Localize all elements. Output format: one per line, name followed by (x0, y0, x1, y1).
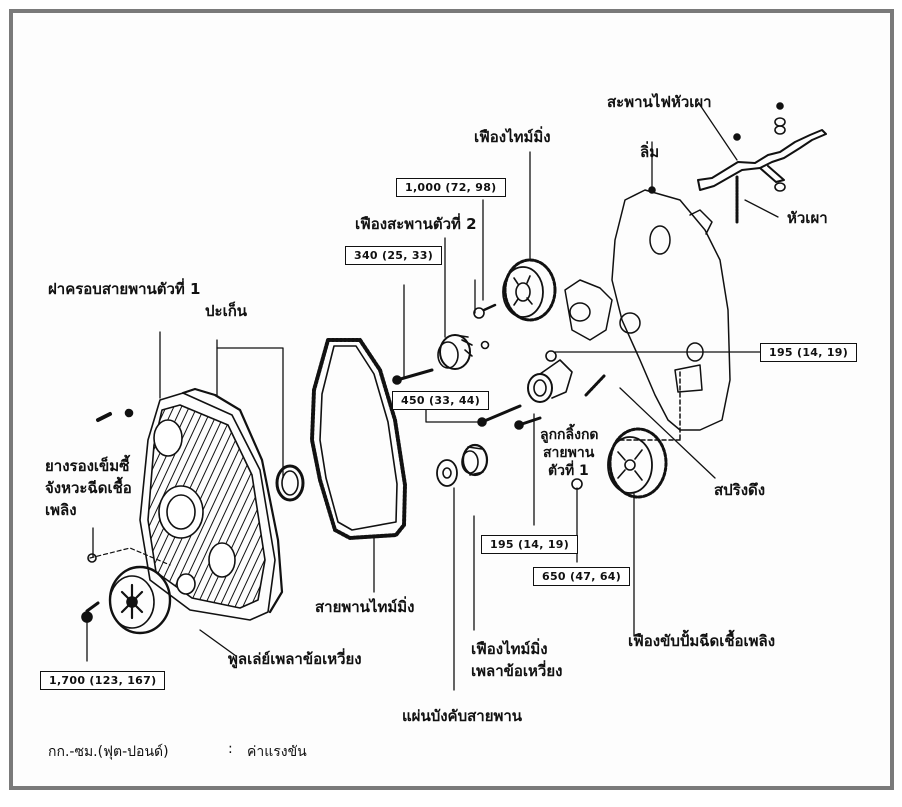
label-crankshaft-pulley: พูลเล่ย์เพลาข้อเหวี่ยง (228, 650, 362, 668)
label-crankshaft-timing-gear-1: เฟืองไทม์มิ่ง (471, 640, 548, 658)
torque-box-crank-pulley-bolt: 1,700 (123, 167) (40, 671, 166, 690)
label-glow-plug-bus-bar: สะพานไฟหัวเผา (607, 93, 712, 111)
tensioner-pulley (527, 350, 573, 403)
label-timing-belt-cover-1: ฝาครอบสายพานตัวที่ 1 (48, 280, 201, 298)
label-tensioner-1: ลูกกลิ้งกด (540, 427, 599, 443)
crankshaft-pulley (108, 565, 172, 635)
belt-guide (436, 459, 458, 487)
tensioner-bolt-1 (480, 404, 522, 424)
torque-box-idler-bolt: 340 (25, 33) (345, 246, 443, 265)
label-crankshaft-timing-gear-2: เพลาข้อเหวี่ยง (471, 662, 563, 680)
label-camshaft-timing-gear: เฟืองไทม์มิ่ง (474, 128, 551, 146)
timing-belt-drawing (310, 338, 407, 540)
glow-plug-bus-bar (697, 129, 827, 191)
legend-meaning: ค่าแรงขัน (247, 744, 307, 760)
legend-separator: : (228, 741, 233, 757)
idler-bolt (395, 368, 434, 382)
crank-pulley-bolt (81, 601, 100, 623)
tension-spring (584, 374, 606, 397)
torque-box-camshaft-gear-bolt: 1,000 (72, 98) (396, 178, 506, 197)
label-tension-spring: สปริงดึง (714, 481, 766, 499)
legend-units: กก.-ซม.(ฟุต-ปอนด์) (48, 744, 169, 760)
injection-pump-gear (607, 427, 668, 499)
camshaft-timing-gear (502, 258, 557, 322)
engine-block (564, 189, 731, 441)
oil-seal (275, 464, 305, 502)
torque-box-tensioner-bolt-195: 195 (14, 19) (481, 535, 579, 554)
cover-bolts (96, 408, 134, 422)
label-shim: ลิ่ม (640, 143, 660, 161)
label-tensioner-3: ตัวที่ 1 (548, 463, 589, 479)
timing-belt-cover (139, 392, 276, 621)
label-injection-pipe-grommet-3: เพลิง (45, 501, 77, 519)
label-belt-guide: แผ่นบังคับสายพาน (402, 707, 523, 725)
label-gasket: ปะเก็น (205, 302, 248, 320)
label-idler-pulley-2: เฟืองสะพานตัวที่ 2 (355, 215, 477, 233)
torque-box-bracket-bolt-195: 195 (14, 19) (760, 343, 858, 362)
camshaft-gear-bolt (473, 303, 497, 319)
gasket (181, 387, 284, 614)
torque-box-tensioner-bolt-450: 450 (33, 44) (392, 391, 490, 410)
torque-box-pump-gear-nut: 650 (47, 64) (533, 567, 631, 586)
label-tensioner-2: สายพาน (543, 445, 595, 461)
label-glow-plug: หัวเผา (787, 209, 828, 227)
leader-lines (86, 104, 779, 691)
label-injection-pipe-grommet-1: ยางรองเข็มซี้ (45, 457, 130, 475)
label-injection-pipe-grommet-2: จังหวะฉีดเชื้อ (45, 479, 132, 497)
label-timing-belt: สายพานไทม์มิ่ง (315, 598, 415, 616)
idler-pulley-2 (437, 334, 490, 370)
label-injection-pump-drive-gear: เฟืองขับปั้มฉีดเชื้อเพลิง (628, 632, 776, 650)
crankshaft-timing-gear (461, 443, 489, 477)
